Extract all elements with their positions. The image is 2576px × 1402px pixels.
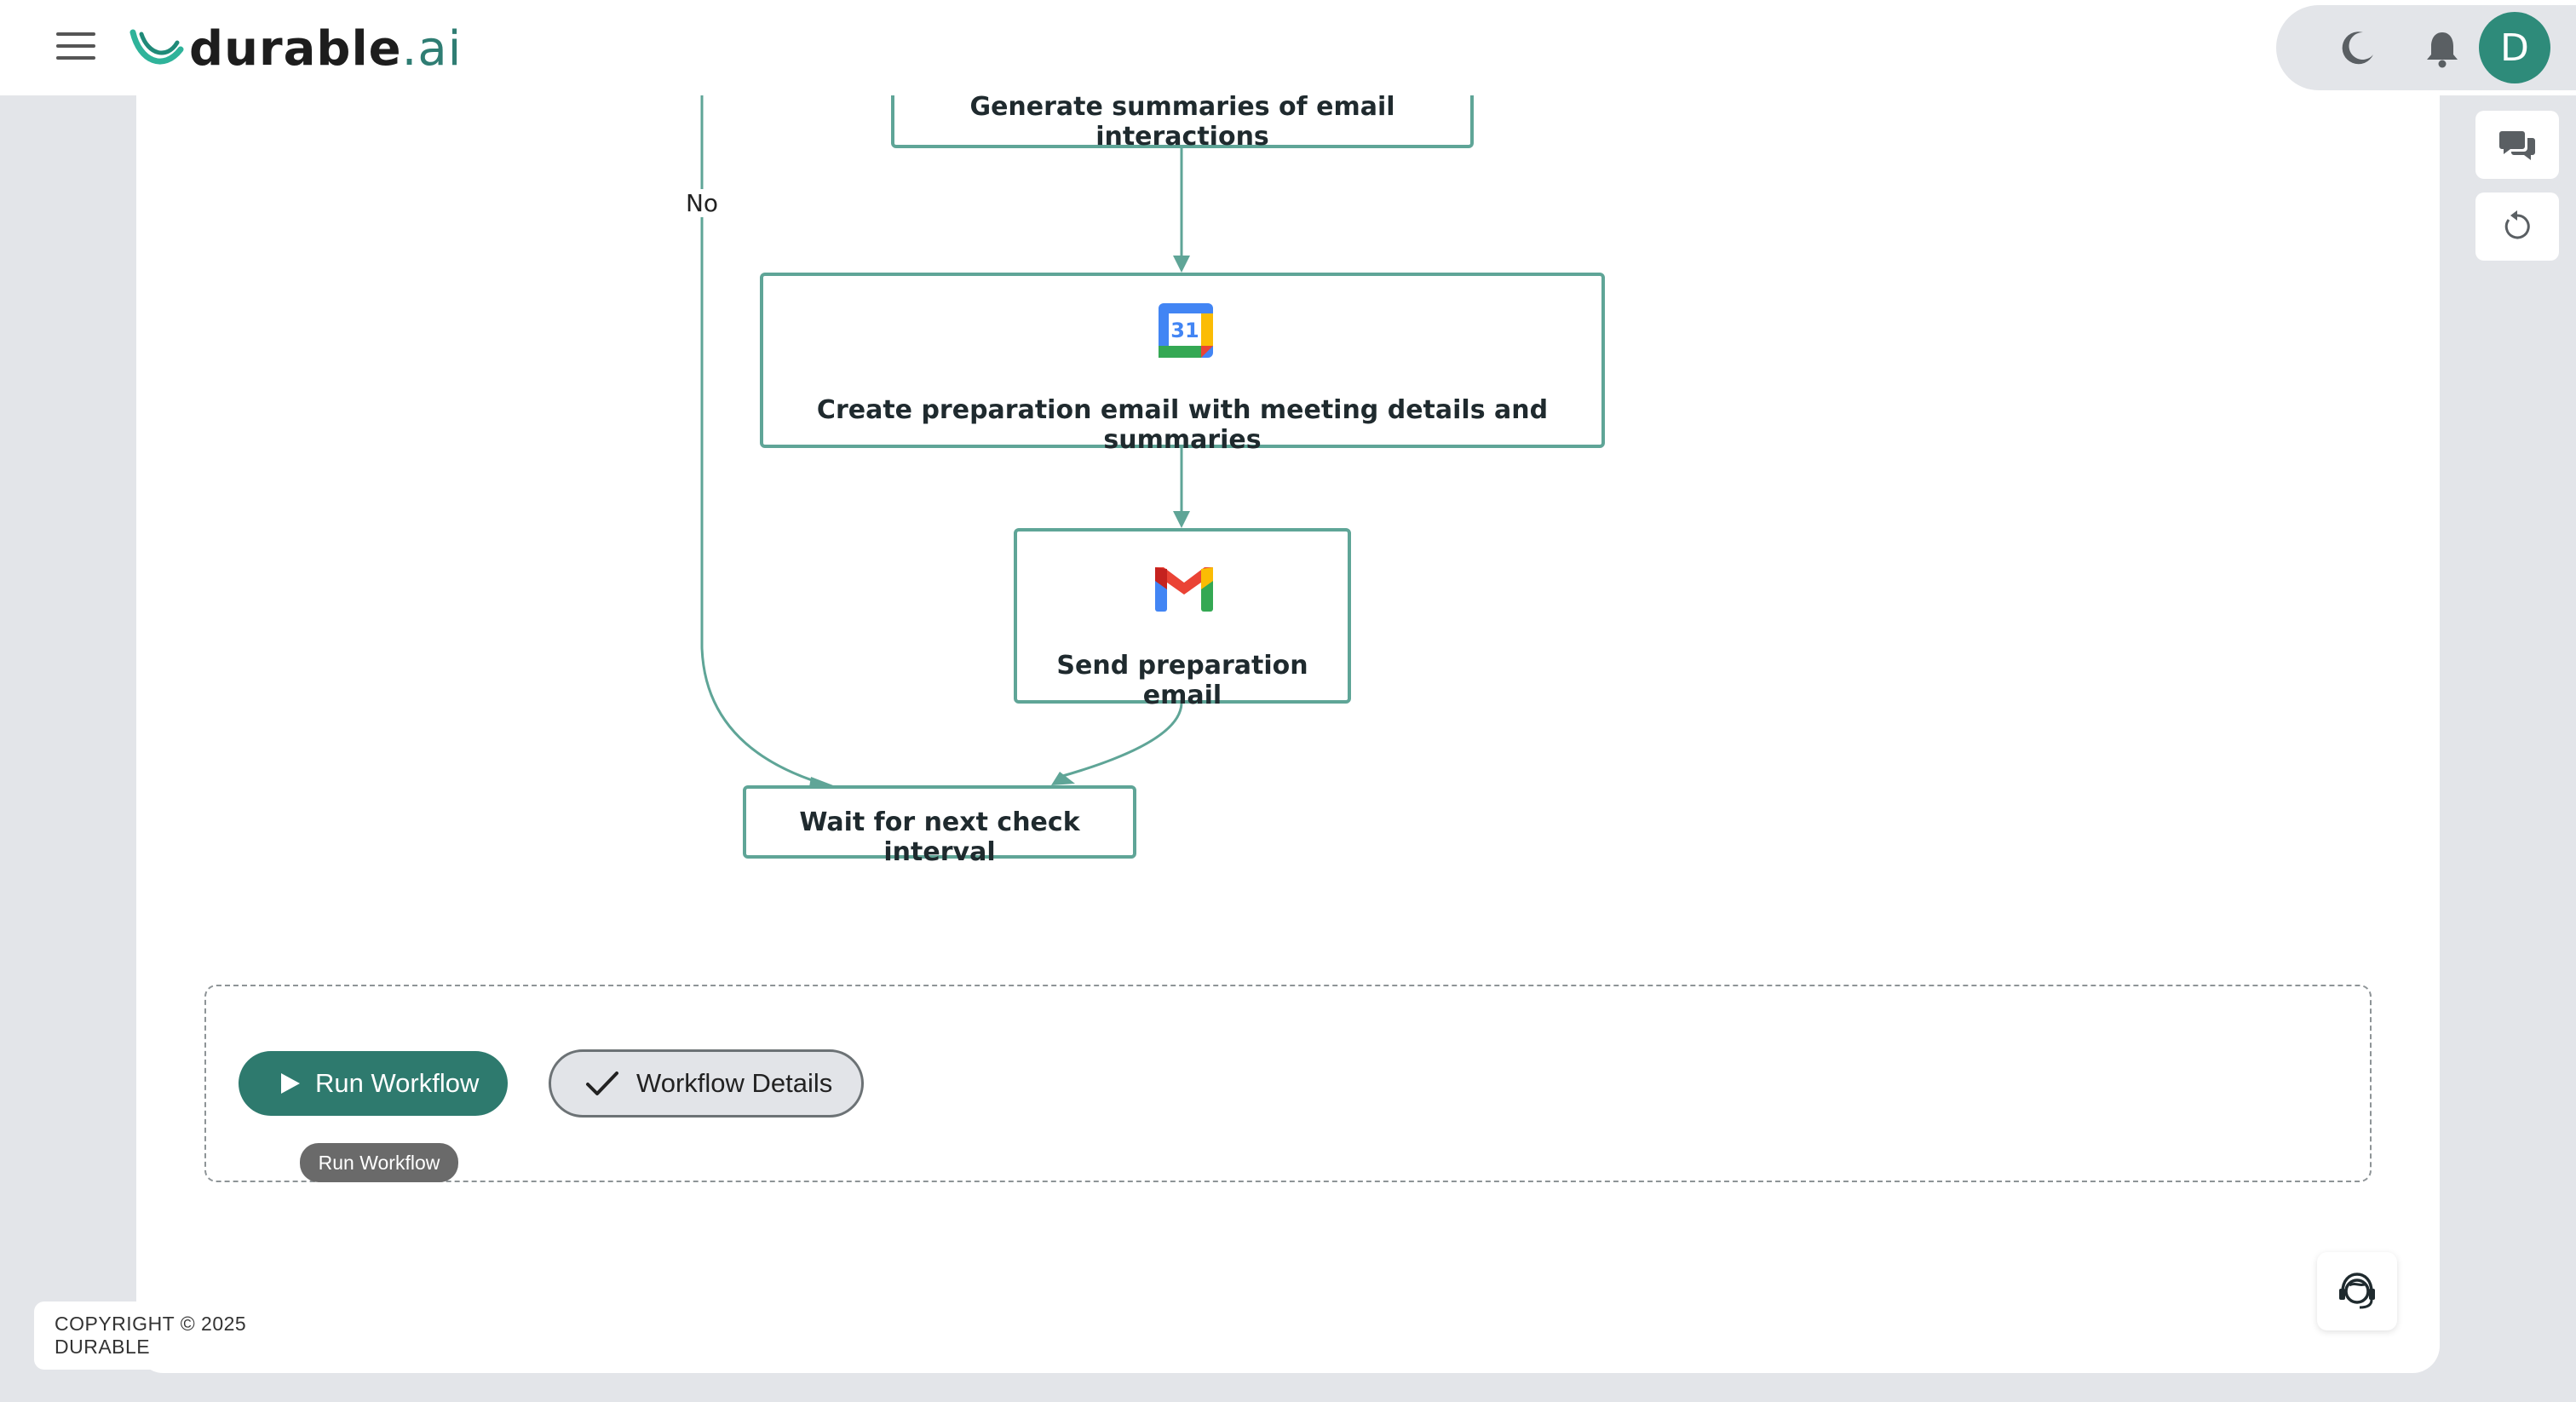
logo-mark-icon <box>129 29 184 65</box>
calendar-day: 31 <box>1170 319 1199 342</box>
logo-name: durable <box>189 20 402 77</box>
logo[interactable]: durable.ai <box>129 19 462 78</box>
bell-icon[interactable] <box>2423 29 2462 68</box>
avatar[interactable]: D <box>2479 12 2550 83</box>
header-actions: D <box>2276 5 2576 90</box>
workflow-action-panel: Run Workflow Workflow Details Run Workfl… <box>204 985 2372 1182</box>
node-send-preparation-email[interactable]: Send preparation email <box>1014 528 1351 710</box>
checkmark-icon <box>586 1072 618 1095</box>
node-label: Wait for next check interval <box>799 807 1080 867</box>
logo-tld: .ai <box>401 20 463 77</box>
chat-button[interactable] <box>2475 111 2559 179</box>
workflow-details-button[interactable]: Workflow Details <box>549 1049 864 1118</box>
refresh-button[interactable] <box>2475 192 2559 261</box>
node-wait-next-check[interactable]: Wait for next check interval <box>743 785 1136 867</box>
top-header: durable.ai D <box>0 0 2576 95</box>
run-workflow-button[interactable]: Run Workflow <box>239 1051 508 1116</box>
workflow-details-label: Workflow Details <box>636 1068 833 1098</box>
hamburger-menu-icon[interactable] <box>56 32 95 61</box>
copyright-footer: COPYRIGHT © 2025 DURABLE <box>34 1301 341 1370</box>
run-workflow-tooltip: Run Workflow <box>300 1143 458 1182</box>
support-button[interactable] <box>2317 1252 2397 1330</box>
node-label: Send preparation email <box>1056 651 1308 710</box>
node-label: Create preparation email with meeting de… <box>816 395 1549 455</box>
play-icon <box>281 1073 300 1094</box>
moon-icon[interactable] <box>2337 29 2377 68</box>
chat-bubbles-icon <box>2499 131 2535 160</box>
support-agent-icon <box>2339 1273 2375 1309</box>
run-workflow-label: Run Workflow <box>315 1068 480 1098</box>
refresh-icon <box>2504 210 2530 239</box>
node-create-preparation-email[interactable]: 31 Create preparation email with meeting… <box>760 273 1605 455</box>
node-label: Generate summaries of email interactions <box>969 92 1395 152</box>
logo-text: durable.ai <box>189 21 462 77</box>
gmail-icon <box>1155 567 1213 612</box>
edge-label-no: No <box>678 189 726 217</box>
google-calendar-icon: 31 <box>1159 303 1213 358</box>
